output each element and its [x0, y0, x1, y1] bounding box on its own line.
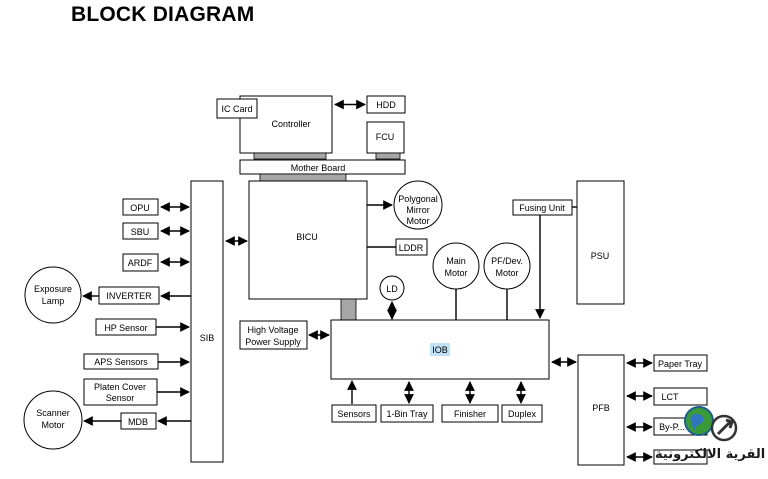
svg-text:SIB: SIB — [200, 333, 215, 343]
svg-text:Scanner: Scanner — [36, 408, 70, 418]
svg-text:HP Sensor: HP Sensor — [104, 323, 147, 333]
sib-block: SIB — [190, 180, 224, 463]
diagram-title: BLOCK DIAGRAM — [71, 3, 255, 26]
hp-sensor-block: HP Sensor — [95, 318, 157, 336]
ic-card-block: IC Card — [216, 98, 258, 119]
svg-text:Duplex: Duplex — [508, 409, 537, 419]
svg-text:Controller: Controller — [271, 119, 310, 129]
svg-text:Platen Cover: Platen Cover — [94, 382, 146, 392]
fcu-connector — [375, 152, 401, 160]
svg-text:1-Bin Tray: 1-Bin Tray — [386, 409, 428, 419]
finisher-block: Finisher — [441, 404, 499, 423]
svg-text:Exposure: Exposure — [34, 284, 72, 294]
svg-text:Main: Main — [446, 256, 466, 266]
svg-text:SBU: SBU — [131, 227, 150, 237]
svg-text:LCT: LCT — [661, 392, 679, 402]
platen-cover-sensor-block: Platen Cover Sensor — [83, 378, 158, 406]
svg-text:Motor: Motor — [495, 268, 518, 278]
svg-text:BICU: BICU — [296, 232, 318, 242]
aps-sensors-block: APS Sensors — [83, 353, 159, 370]
duplex-block: Duplex — [501, 404, 543, 423]
svg-text:ARDF: ARDF — [128, 258, 153, 268]
svg-text:Motor: Motor — [406, 216, 429, 226]
svg-text:High Voltage: High Voltage — [247, 325, 298, 335]
svg-text:HDD: HDD — [376, 100, 396, 110]
svg-text:PFB: PFB — [592, 403, 610, 413]
ld-block: LD — [379, 275, 405, 301]
ardf-block: ARDF — [122, 253, 159, 272]
exposure-lamp: Exposure Lamp — [24, 266, 82, 324]
svg-text:Polygonal: Polygonal — [398, 194, 438, 204]
one-bin-tray-block: 1-Bin Tray — [380, 404, 434, 423]
tray-block-obscured — [653, 449, 708, 465]
scanner-motor: Scanner Motor — [23, 390, 83, 450]
mdb-block: MDB — [120, 412, 157, 430]
svg-text:MDB: MDB — [128, 417, 148, 427]
sensors-block: Sensors — [331, 404, 377, 423]
mother-board-block: Mother Board — [239, 159, 406, 175]
fusing-unit-block: Fusing Unit — [512, 199, 573, 216]
controller-connector — [253, 152, 327, 160]
svg-text:Power Supply: Power Supply — [245, 337, 301, 347]
lddr-block: LDDR — [395, 238, 428, 256]
svg-text:INVERTER: INVERTER — [106, 291, 152, 301]
fcu-block: FCU — [366, 121, 405, 154]
svg-text:Motor: Motor — [444, 268, 467, 278]
bicu-connector — [259, 173, 347, 182]
watermark-text: القرية الالكترونية — [655, 447, 766, 462]
svg-text:Sensor: Sensor — [106, 393, 135, 403]
sbu-block: SBU — [122, 222, 159, 240]
paper-tray-block: Paper Tray — [653, 354, 708, 372]
bicu-block: BICU — [248, 180, 368, 300]
hdd-block: HDD — [366, 95, 406, 114]
svg-text:OPU: OPU — [130, 203, 150, 213]
svg-text:Paper Tray: Paper Tray — [658, 359, 703, 369]
polygonal-mirror-motor: Polygonal Mirror Motor — [393, 180, 443, 230]
svg-text:IOB: IOB — [432, 345, 448, 355]
svg-text:LD: LD — [386, 284, 398, 294]
svg-text:Motor: Motor — [41, 420, 64, 430]
iob-block: IOB — [330, 319, 550, 380]
bicu-iob-connector — [340, 298, 357, 322]
psu-block: PSU — [576, 180, 625, 305]
high-voltage-power-supply-block: High Voltage Power Supply — [239, 320, 308, 350]
svg-text:Finisher: Finisher — [454, 409, 486, 419]
svg-text:Mother Board: Mother Board — [291, 163, 346, 173]
watermark-logo — [684, 406, 738, 442]
svg-text:FCU: FCU — [376, 132, 395, 142]
svg-text:LDDR: LDDR — [399, 243, 424, 253]
svg-text:PSU: PSU — [591, 251, 610, 261]
svg-text:Lamp: Lamp — [42, 296, 65, 306]
inverter-block: INVERTER — [98, 286, 160, 305]
svg-text:PF/Dev.: PF/Dev. — [491, 256, 523, 266]
svg-text:Mirror: Mirror — [406, 205, 430, 215]
pf-dev-motor: PF/Dev. Motor — [483, 242, 531, 290]
pfb-block: PFB — [577, 354, 625, 466]
svg-text:Fusing Unit: Fusing Unit — [519, 203, 565, 213]
svg-text:APS Sensors: APS Sensors — [94, 357, 148, 367]
svg-text:IC Card: IC Card — [221, 104, 252, 114]
main-motor: Main Motor — [432, 242, 480, 290]
opu-block: OPU — [122, 198, 159, 216]
svg-text:Sensors: Sensors — [337, 409, 371, 419]
lct-block: LCT — [653, 387, 708, 406]
svg-text:By-P...: By-P... — [659, 422, 685, 432]
